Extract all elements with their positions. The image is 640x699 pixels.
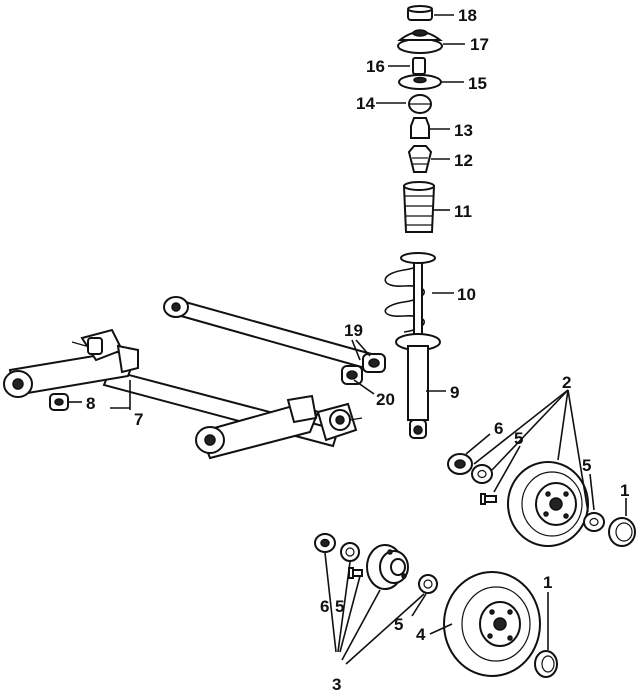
axle-hub	[366, 544, 409, 590]
callout-5-upper-outer: 5	[582, 456, 591, 475]
callout-16: 16	[366, 57, 385, 76]
bump-stop	[410, 117, 430, 139]
callout-1-lower: 1	[543, 573, 552, 592]
callout-1-upper: 1	[620, 481, 629, 500]
callout-3: 3	[332, 675, 341, 694]
inner-bearing-lower	[340, 542, 360, 562]
callout-18: 18	[458, 6, 477, 25]
lateral-rod-bushing	[362, 353, 386, 373]
grease-cap-lower	[534, 650, 558, 678]
callout-11: 11	[454, 202, 472, 221]
brake-rotor	[443, 571, 541, 677]
callout-8: 8	[86, 394, 95, 413]
callout-17: 17	[470, 35, 489, 54]
callout-20: 20	[376, 390, 395, 409]
outer-bearing-upper	[583, 512, 605, 532]
upper-strut-mount	[397, 29, 443, 54]
callout-15: 15	[468, 74, 487, 93]
bushing-washer	[341, 365, 363, 385]
callout-12: 12	[454, 151, 473, 170]
oil-seal-lower	[314, 533, 336, 553]
spring-insulator	[408, 94, 432, 114]
callout-5-lower-outer: 5	[394, 615, 403, 634]
callout-19: 19	[344, 321, 363, 340]
inner-bearing-upper	[471, 464, 493, 484]
wheel-stud-upper	[480, 493, 497, 505]
callout-7: 7	[134, 410, 143, 429]
callout-10: 10	[457, 285, 476, 304]
strut-bushing	[412, 57, 426, 75]
axle-bushing	[49, 393, 69, 411]
brake-drum	[507, 461, 589, 547]
strut-boot	[402, 181, 436, 233]
rear-axle-beam	[3, 328, 363, 460]
callout-6-lower: 6	[320, 597, 329, 616]
leader-lines	[68, 14, 627, 665]
callout-14: 14	[356, 94, 375, 113]
shock-absorber	[395, 333, 441, 439]
upper-mount-cap	[407, 5, 433, 21]
callout-6-upper: 6	[494, 419, 503, 438]
outer-bearing-lower	[418, 574, 438, 594]
grease-cap-upper	[608, 517, 636, 547]
callout-13: 13	[454, 121, 473, 140]
coil-spring	[384, 252, 436, 337]
bearing-plate	[398, 74, 442, 90]
dust-cover	[407, 145, 433, 173]
oil-seal-upper	[447, 453, 473, 475]
callout-5-upper-inner: 5	[514, 429, 523, 448]
callout-9: 9	[450, 383, 459, 402]
callout-4: 4	[416, 625, 426, 644]
callout-5-lower-inner: 5	[335, 597, 344, 616]
callout-2: 2	[562, 373, 571, 392]
